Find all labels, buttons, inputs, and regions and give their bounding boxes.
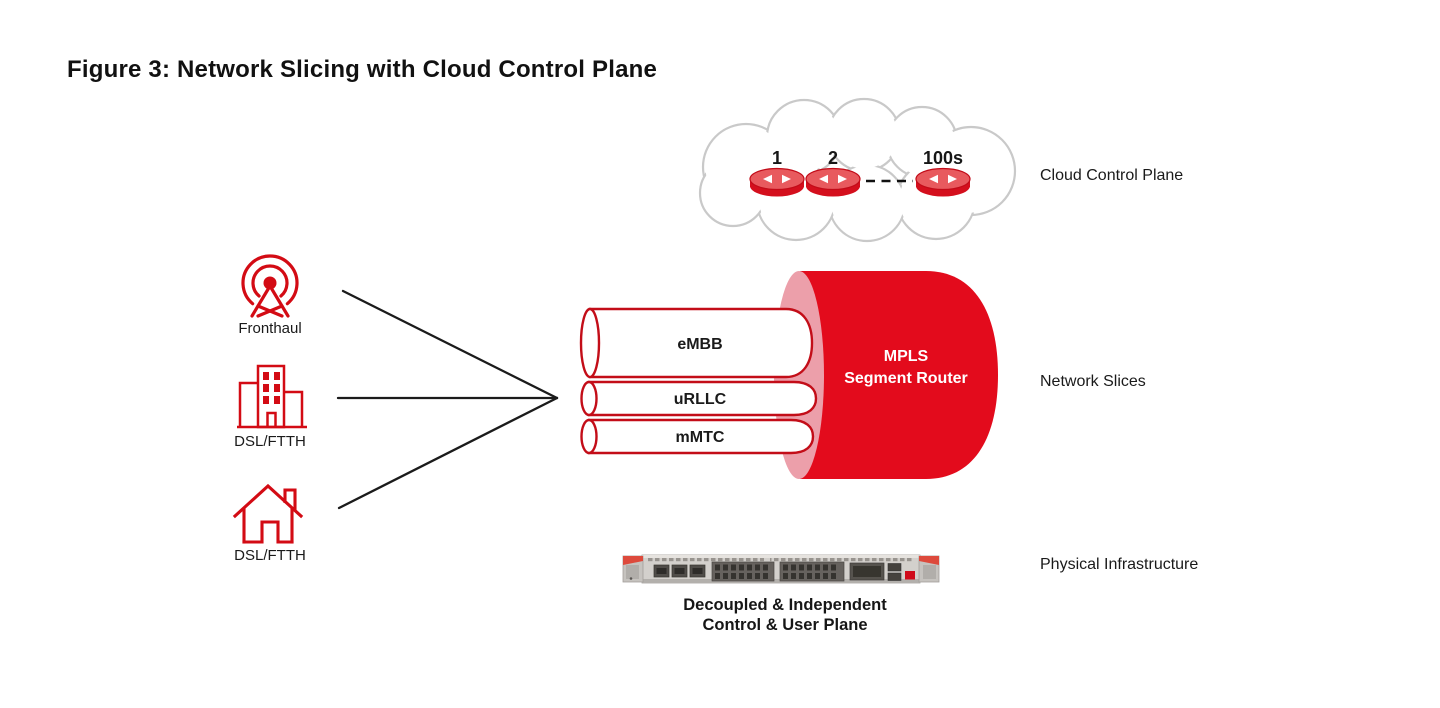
router-disc-100s	[915, 167, 971, 197]
pipe-mmtc-label: mMTC	[676, 429, 725, 446]
device-qsfp-ports	[653, 564, 706, 578]
router-disc-1	[749, 167, 805, 197]
router-arrows-icon	[929, 174, 957, 184]
pipe-mmtc	[587, 418, 815, 455]
pipe-embb-label: eMBB	[677, 336, 722, 353]
device-right-ear	[918, 555, 940, 583]
fronthaul-label: Fronthaul	[238, 320, 302, 337]
antenna-icon	[241, 254, 299, 318]
building-icon	[237, 364, 307, 429]
figure-title: Figure 3: Network Slicing with Cloud Con…	[67, 56, 658, 83]
network-slices-label: Network Slices	[1040, 373, 1146, 390]
pipe-embb-opening	[579, 307, 601, 379]
pipe-urllc-label: uRLLC	[674, 391, 727, 408]
pipe-urllc-opening	[580, 380, 598, 417]
network-slices-graphic: eMBB uRLLC mMTC MPLS Segment Router	[336, 271, 998, 510]
router-count-label: 2	[828, 148, 838, 168]
router-arrows-icon	[819, 174, 847, 184]
mpls-router-cylinder	[800, 271, 998, 479]
physical-infrastructure-label: Physical Infrastructure	[1040, 556, 1199, 573]
dsl-ftth-label: DSL/FTTH	[234, 433, 306, 450]
router-count-label: 100s	[923, 148, 963, 168]
device-mgmt-ports	[849, 562, 902, 581]
convergence-lines	[336, 289, 559, 510]
cloud-fill	[702, 101, 1013, 239]
device-left-ear	[622, 555, 644, 583]
vendor-logo-badge	[905, 571, 915, 580]
device-caption-line1: Decoupled & Independent	[683, 596, 887, 614]
rack-device-image	[622, 554, 940, 584]
mpls-router-name-line1: MPLS	[884, 348, 929, 365]
router-arrows-icon	[763, 174, 791, 184]
house-icon	[232, 483, 304, 544]
cloud-control-plane-label: Cloud Control Plane	[1040, 167, 1184, 184]
pipe-mmtc-opening	[580, 418, 598, 455]
device-caption-line2: Control & User Plane	[702, 616, 868, 634]
pipe-embb	[588, 307, 814, 379]
router-disc-2	[805, 167, 861, 197]
cloud-control-plane-graphic: 1 2 100s	[698, 97, 1017, 243]
mpls-router-name-line2: Segment Router	[844, 370, 968, 387]
router-count-label: 1	[772, 148, 782, 168]
device-caption: Decoupled & Independent Control & User P…	[633, 595, 937, 635]
dsl-ftth-label: DSL/FTTH	[234, 547, 306, 564]
device-sfp-cage-2	[779, 561, 845, 582]
pipe-urllc	[587, 380, 818, 417]
device-sfp-cage-1	[711, 561, 775, 582]
